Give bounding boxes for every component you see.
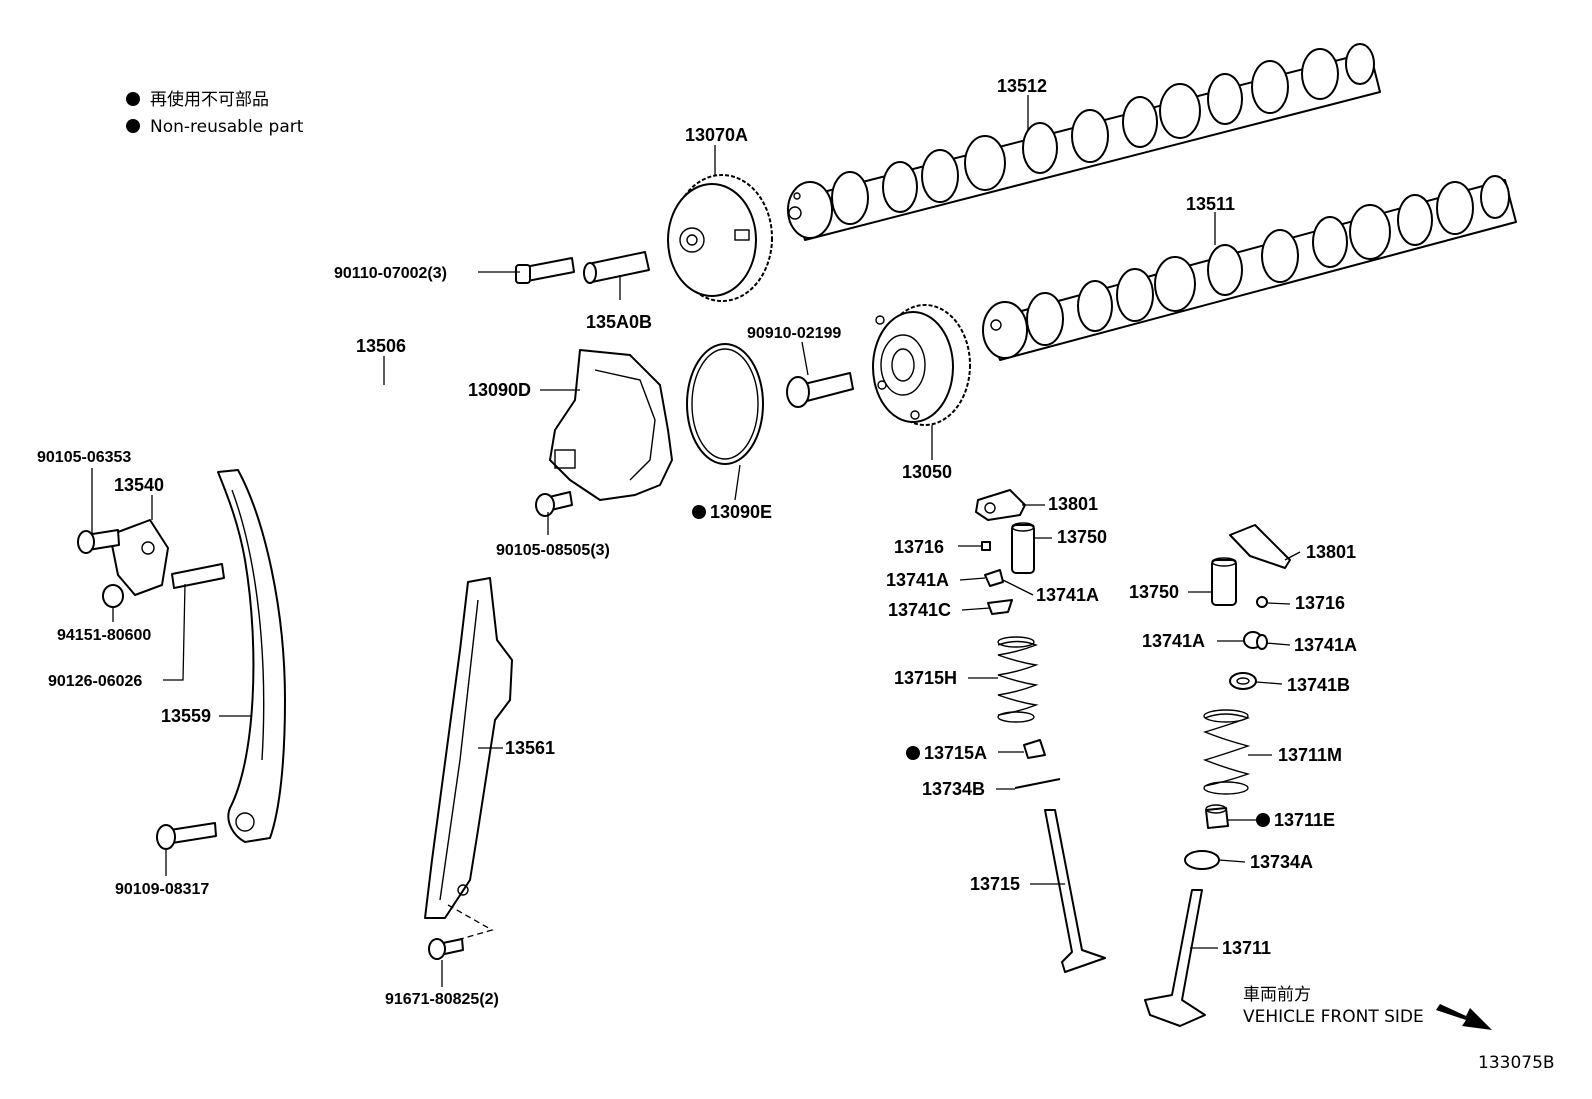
label-13741a-left-2: 13741A [1036, 585, 1099, 605]
label-91671-80825: 91671-80825(2) [385, 991, 499, 1008]
valve-seal-13711e [1205, 804, 1229, 829]
chain-guide-13561 [424, 577, 513, 919]
label-13741a-right-2: 13741A [1294, 635, 1357, 655]
label-135a0b: 135A0B [586, 312, 652, 332]
gasket-13090e [686, 343, 764, 465]
keeper-13741a-right [1243, 631, 1268, 650]
retainer-13741b [1229, 672, 1257, 690]
label-90109-08317: 90109-08317 [115, 881, 209, 898]
label-13716-left: 13716 [894, 537, 944, 557]
valve-seal-13715a [1023, 739, 1046, 759]
label-13559: 13559 [161, 706, 211, 726]
non-reusable-marker-icon [1256, 813, 1270, 827]
non-reusable-marker-icon [126, 119, 140, 133]
label-13715h: 13715H [894, 668, 957, 688]
label-13512: 13512 [997, 76, 1047, 96]
label-90126-06026: 90126-06026 [48, 673, 142, 690]
label-13716-right: 13716 [1295, 593, 1345, 613]
label-13741a-left-1: 13741A [886, 570, 949, 590]
figure-id: 133075B [1478, 1053, 1555, 1073]
cap-13716-left [981, 541, 991, 551]
non-reusable-marker-icon [126, 92, 140, 106]
leader-lines [91, 95, 1301, 987]
label-13506: 13506 [356, 336, 406, 356]
chain-tensioner-13540 [109, 519, 169, 596]
retainer-13741c [987, 599, 1013, 615]
cap-13716-right [1256, 596, 1268, 608]
valve-13715 [1044, 809, 1106, 973]
label-13711m: 13711M [1278, 745, 1342, 765]
bolt-90105-06353 [77, 529, 120, 554]
label-13741b: 13741B [1287, 675, 1350, 695]
label-13750-left: 13750 [1057, 527, 1107, 547]
camshaft-timing-gear-13050 [872, 304, 971, 426]
bolt-90110-07002 [515, 257, 575, 284]
camshaft-13511 [982, 175, 1517, 361]
label-13741a-right-1: 13741A [1142, 631, 1205, 651]
label-13561: 13561 [505, 738, 555, 758]
label-94151-80600: 94151-80600 [57, 627, 151, 644]
label-13711e: 13711E [1274, 810, 1335, 830]
label-13050: 13050 [902, 462, 952, 482]
label-13711: 13711 [1222, 938, 1271, 958]
label-13090d: 13090D [468, 380, 531, 400]
label-13090e: 13090E [710, 502, 772, 522]
label-90910-02199: 90910-02199 [747, 325, 841, 342]
part-135a0b [583, 251, 650, 284]
front-en: VEHICLE FRONT SIDE [1243, 1007, 1424, 1027]
label-90105-06353: 90105-06353 [37, 449, 131, 466]
camshaft-timing-gear-13070a [667, 174, 773, 302]
label-13801-right: 13801 [1306, 542, 1356, 562]
bolt-91671-80825 [428, 938, 464, 960]
legend: 再使用不可部品 Non-reusable part [126, 89, 304, 137]
valve-guide-13734b [1014, 778, 1061, 789]
label-13741c: 13741C [888, 600, 951, 620]
valve-spring-13711m [1202, 709, 1251, 795]
label-13540: 13540 [114, 475, 164, 495]
lash-adjuster-13750-left [1011, 522, 1035, 574]
label-13715a: 13715A [924, 743, 987, 763]
timing-chain-13506 [276, 351, 448, 975]
stud-90126-06026 [171, 563, 225, 589]
washer-13734a [1184, 850, 1220, 870]
bolt-90910-02199 [786, 372, 854, 408]
valve-spring-13715h [997, 636, 1039, 723]
label-90105-08505: 90105-08505(3) [496, 542, 610, 559]
arrow-down-right-icon [1436, 1004, 1492, 1030]
label-13734a: 13734A [1250, 852, 1313, 872]
rocker-arm-13801-left [975, 489, 1026, 521]
lash-adjuster-13750-right [1211, 557, 1237, 606]
nut-94151-80600 [102, 584, 124, 608]
keeper-13741a-left [984, 569, 1004, 587]
non-reusable-marker-icon [692, 505, 706, 519]
label-13511: 13511 [1186, 194, 1235, 214]
label-13715: 13715 [970, 874, 1020, 894]
label-13750-right: 13750 [1129, 582, 1179, 602]
camshaft-13512 [787, 43, 1381, 241]
bolt-90109-08317 [156, 822, 217, 850]
vehicle-front-indicator: 車両前方 VEHICLE FRONT SIDE [1243, 985, 1492, 1030]
part-labels: 13512 13511 13070A 90110-07002(3) 135A0B… [37, 76, 1357, 1008]
label-13070a: 13070A [685, 125, 748, 145]
front-jp: 車両前方 [1243, 985, 1311, 1005]
label-13801-left: 13801 [1048, 494, 1098, 514]
leader-dashed [439, 904, 494, 946]
rocker-arm-13801-right [1229, 524, 1291, 569]
label-13734b: 13734B [922, 779, 985, 799]
valve-13711 [1144, 889, 1206, 1027]
label-90110-07002: 90110-07002(3) [334, 265, 447, 282]
chain-slipper-13559 [217, 469, 286, 843]
timing-chain-cover-13090d [549, 349, 673, 501]
legend-en: Non-reusable part [150, 117, 304, 137]
legend-jp: 再使用不可部品 [150, 89, 269, 110]
non-reusable-marker-icon [906, 746, 920, 760]
bolt-90105-08505 [535, 491, 573, 517]
